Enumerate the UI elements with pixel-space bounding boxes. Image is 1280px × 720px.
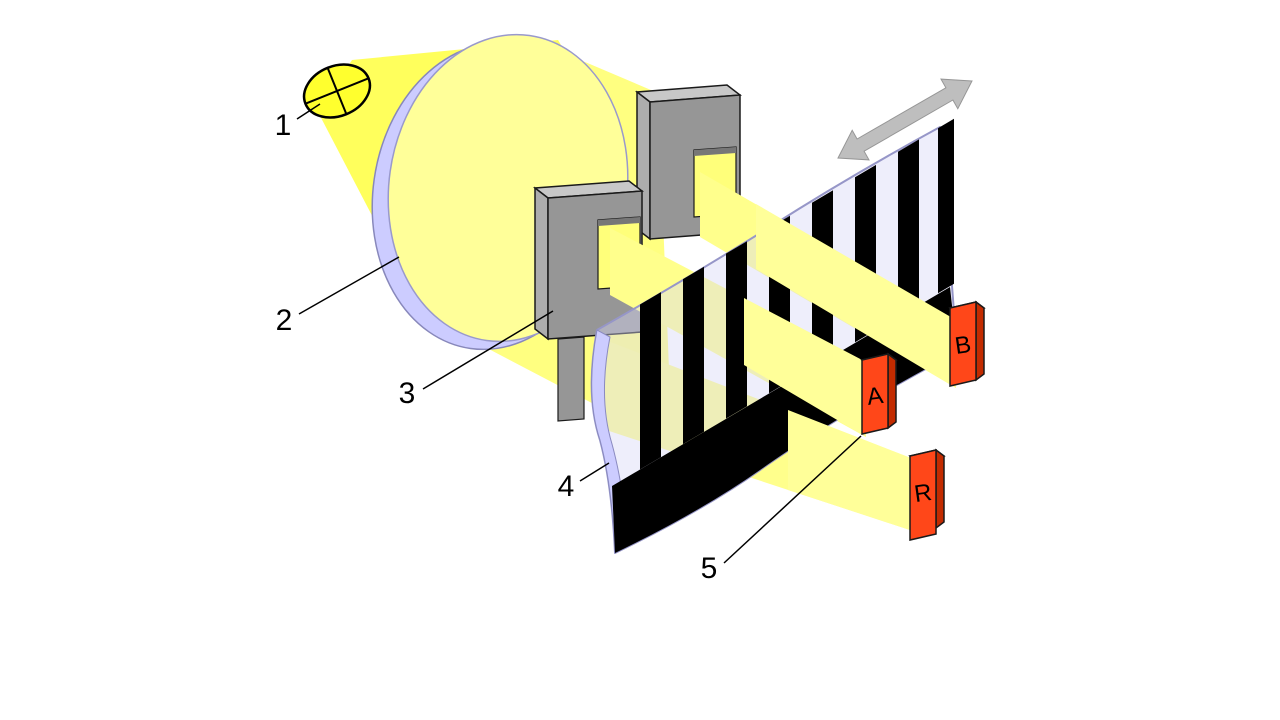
scale-stripe <box>898 139 919 317</box>
detector-r-front <box>909 449 937 541</box>
detector-a-side <box>887 352 897 430</box>
detector-r-label: R <box>913 479 934 508</box>
beam-b-front <box>756 204 956 388</box>
mask-window-b-inner-shadow <box>694 147 736 156</box>
detector-b-front <box>949 301 977 387</box>
beam-a-front <box>744 298 866 437</box>
callout-4-label: 4 <box>558 470 575 503</box>
mask-left-plate-side <box>534 186 549 341</box>
scale-stripe <box>683 266 704 445</box>
callout-1-label: 1 <box>275 109 292 142</box>
scale-stripe <box>640 292 661 470</box>
callout-4-line <box>579 462 610 482</box>
mask-support-strip <box>557 336 585 422</box>
detector-b-side <box>975 300 985 382</box>
scanning-mask <box>532 84 743 422</box>
callout-3-label: 3 <box>399 377 416 410</box>
scale-stripe <box>726 241 747 419</box>
callout-5-label: 5 <box>701 552 718 585</box>
beam-r-front <box>788 410 916 532</box>
callout-3-line <box>422 310 554 390</box>
scale-stripe <box>938 118 954 294</box>
detector-a: A <box>860 352 898 435</box>
lamp-cross-line <box>326 67 348 115</box>
detector-a-front <box>861 353 889 435</box>
callout-2-line <box>298 256 400 315</box>
mask-window-a-inner-shadow <box>598 217 640 226</box>
detector-r: R <box>908 448 946 541</box>
detector-b: B <box>948 300 986 387</box>
detector-r-side <box>935 448 945 530</box>
callout-1-line <box>296 103 321 120</box>
light-source <box>302 63 372 119</box>
movement-arrow-icon <box>837 78 973 161</box>
callout-5-line <box>723 435 862 564</box>
detector-a-label: A <box>865 382 885 411</box>
callout-2-label: 2 <box>276 304 293 337</box>
scale-reference-track <box>612 287 957 553</box>
detector-b-label: B <box>953 331 973 360</box>
